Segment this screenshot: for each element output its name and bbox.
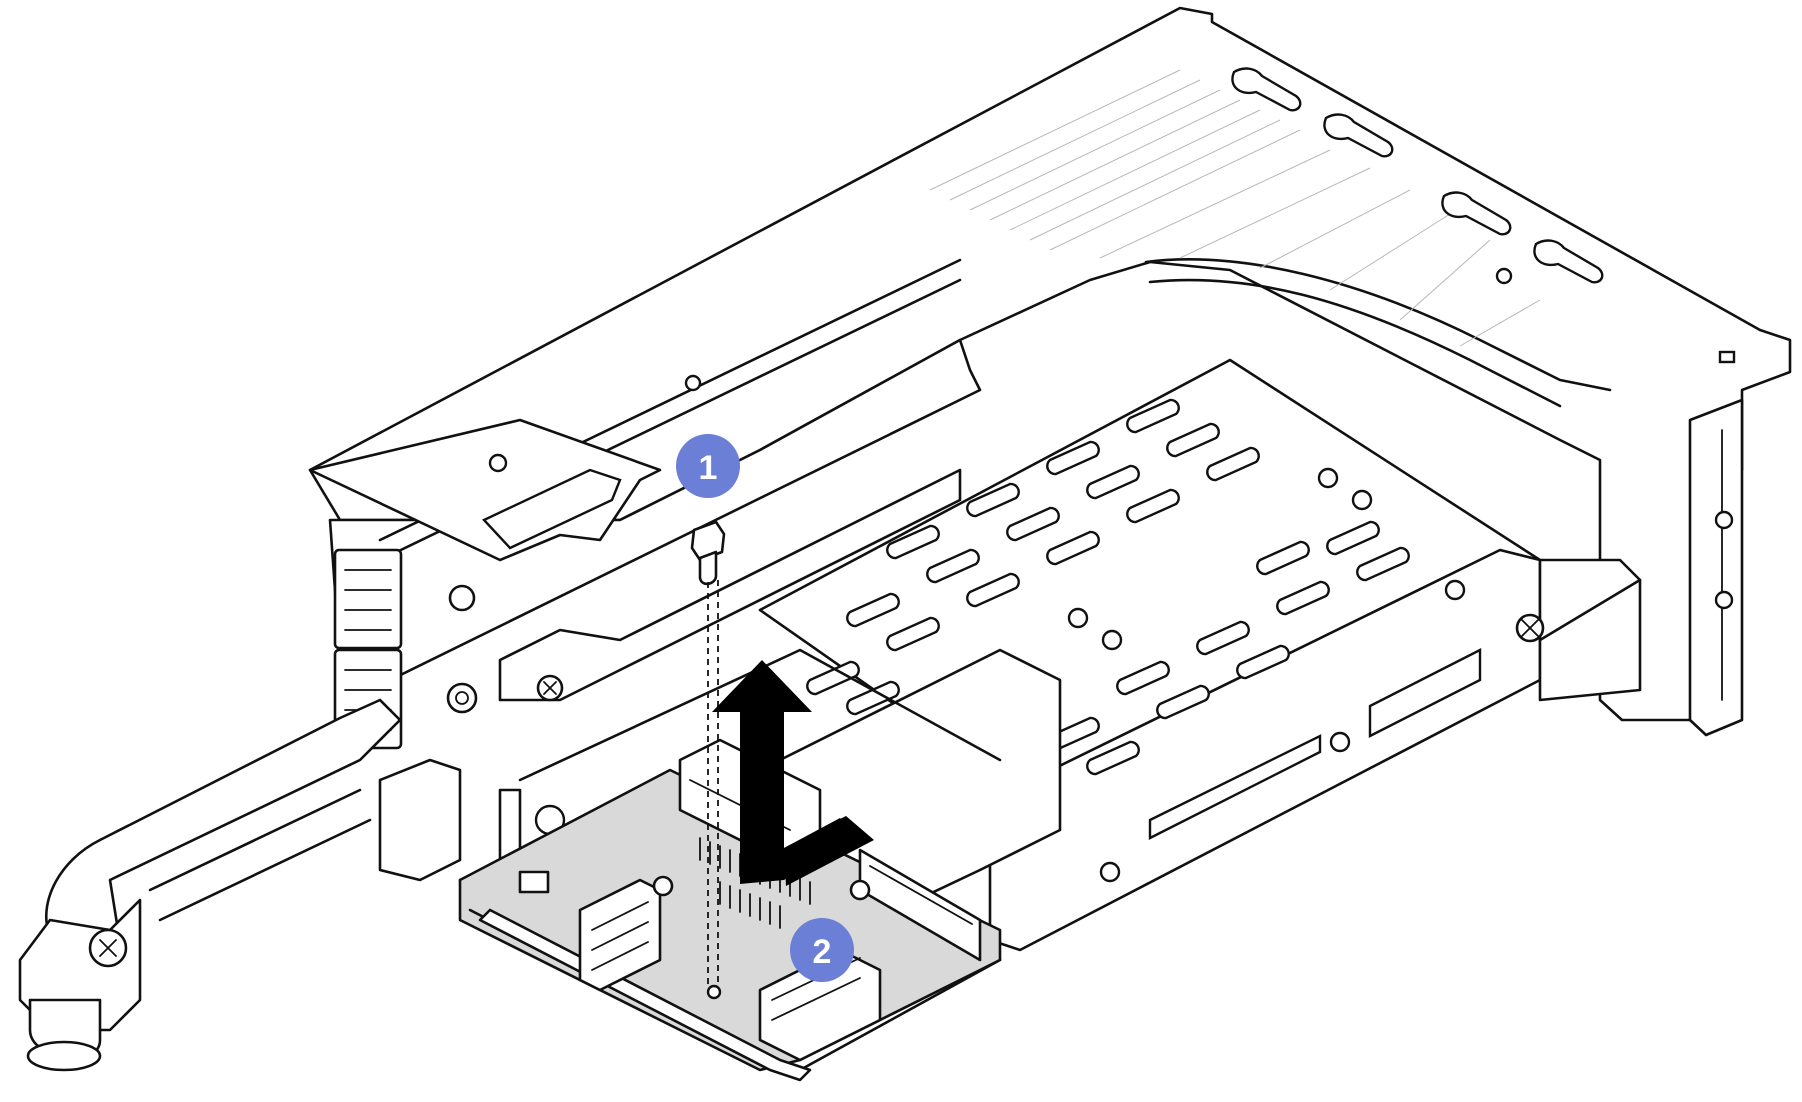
screw — [690, 520, 726, 986]
power-connector-upper — [333, 548, 403, 650]
drive-backplane-board — [458, 738, 1002, 1082]
cage-handle — [18, 698, 462, 1072]
back-wall-shading — [929, 69, 1541, 347]
keyhole-slots — [1231, 67, 1736, 364]
riser-card — [308, 258, 982, 750]
callout-1-label: 1 — [699, 449, 718, 487]
removal-arrow — [712, 660, 874, 886]
callout-1: 1 — [676, 434, 740, 498]
board-component — [518, 870, 550, 894]
callout-2-label: 2 — [813, 933, 832, 971]
callout-2: 2 — [790, 918, 854, 982]
